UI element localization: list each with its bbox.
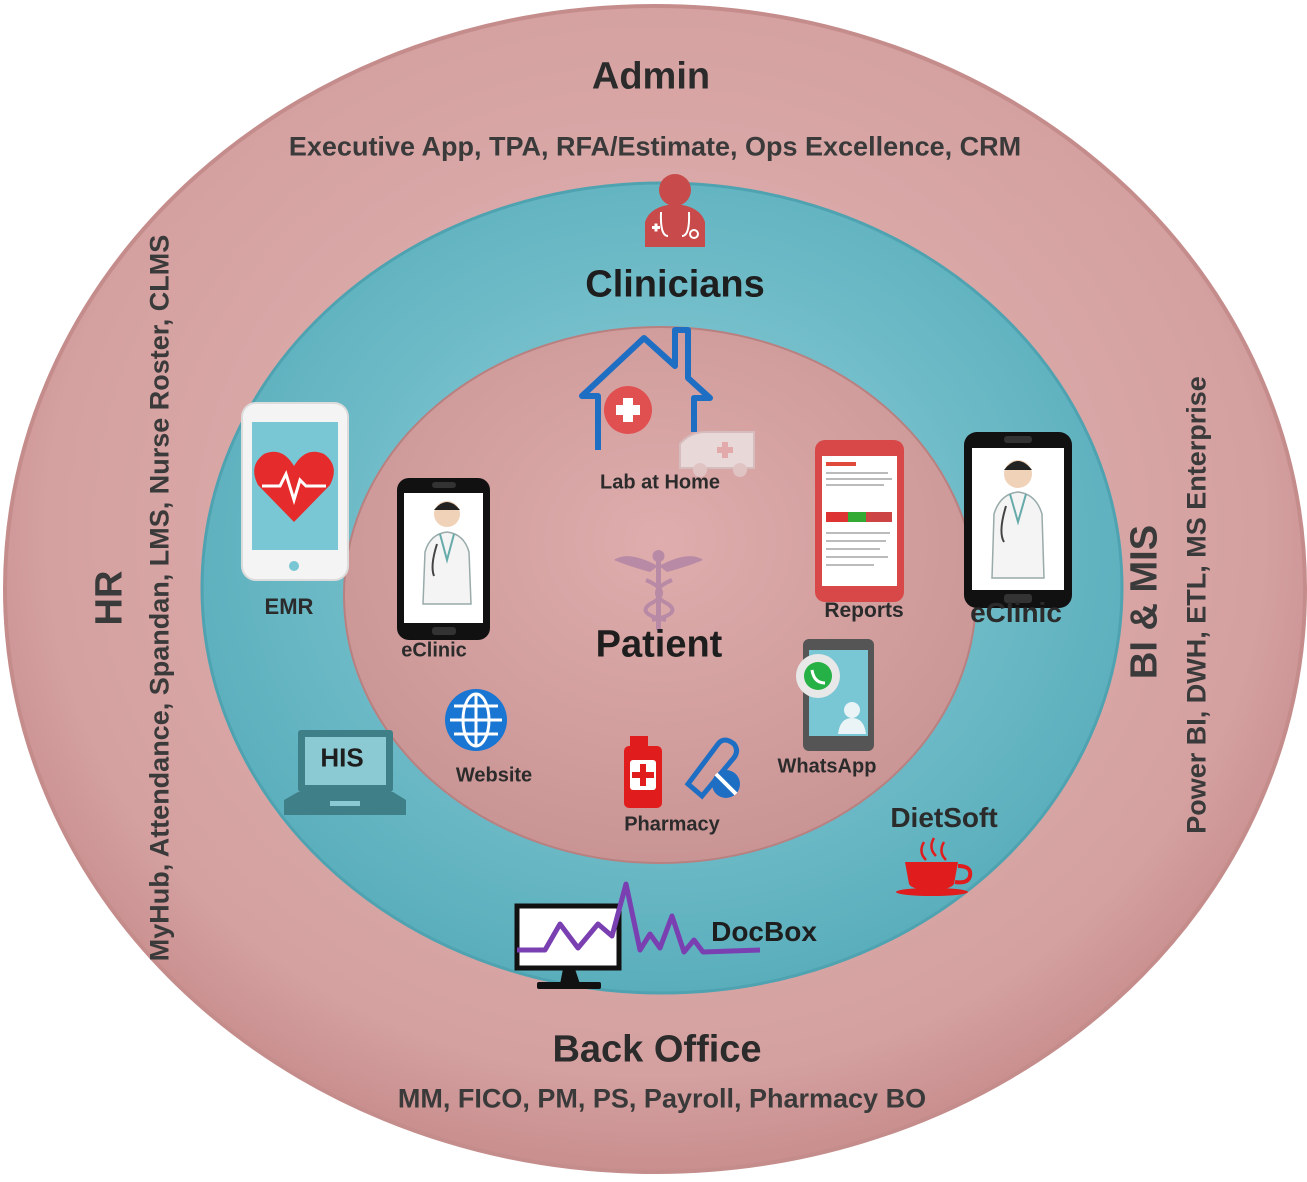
whatsapp-label: WhatsApp [777, 755, 877, 778]
clinicians-title: Clinicians [585, 263, 765, 306]
hr-subtitle: MyHub, Attendance, Spandan, LMS, Nurse R… [144, 234, 175, 962]
his-laptop-icon [284, 730, 406, 815]
eclinic-right-phone-icon [964, 432, 1072, 608]
hr-title: HR [88, 570, 131, 626]
docbox-monitor-icon [514, 881, 761, 989]
back-office-subtitle: MM, FICO, PM, PS, Payroll, Pharmacy BO [397, 1083, 927, 1114]
lab-at-home-label: Lab at Home [599, 471, 721, 494]
clinician-icon [645, 174, 705, 247]
dietsoft-label: DietSoft [890, 802, 998, 833]
website-label: Website [455, 764, 533, 787]
eclinic-left-label: eClinic [401, 639, 467, 662]
dietsoft-cup-icon [896, 837, 973, 896]
whatsapp-phone-icon [796, 639, 874, 751]
reports-label: Reports [824, 599, 904, 622]
emr-phone-icon [241, 402, 349, 581]
website-globe-icon [445, 689, 507, 751]
docbox-label: DocBox [711, 916, 817, 947]
admin-title: Admin [591, 55, 711, 98]
eclinic-right-label: eClinic [970, 597, 1062, 628]
pharmacy-label: Pharmacy [624, 813, 720, 836]
reports-phone-icon [815, 440, 904, 602]
admin-subtitle: Executive App, TPA, RFA/Estimate, Ops Ex… [288, 131, 1022, 162]
back-office-title: Back Office [552, 1028, 762, 1071]
caduceus-icon [614, 550, 703, 630]
emr-label: EMR [264, 594, 314, 619]
lab-at-home-icon [579, 327, 755, 477]
pharmacy-icon [624, 736, 740, 808]
bi-mis-title: BI & MIS [1123, 524, 1166, 680]
eclinic-left-phone-icon [397, 478, 490, 640]
patient-title: Patient [595, 623, 723, 666]
his-label: HIS [320, 742, 364, 773]
bi-mis-subtitle: Power BI, DWH, ETL, MS Enterprise [1181, 376, 1212, 834]
